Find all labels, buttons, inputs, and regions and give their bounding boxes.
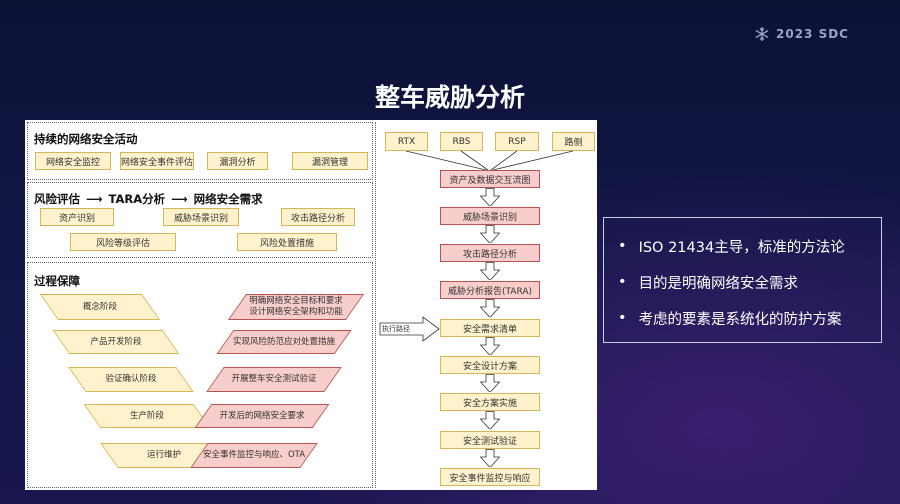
flow-step: 威胁分析报告(TARA) (440, 281, 540, 299)
risk-box: 攻击路径分析 (281, 208, 355, 226)
source-box: RBS (440, 132, 483, 151)
brand-logo: 2023 SDC (754, 26, 849, 42)
risk-assessment-section: 风险评估 ⟶ TARA分析 ⟶ 网络安全需求 (27, 182, 373, 258)
flow-step: 安全设计方案 (440, 356, 540, 374)
flow-down-arrow (480, 374, 500, 392)
summary-panel: ISO 21434主导，标准的方法论 目的是明确网络安全需求 考虑的要素是系统化… (603, 217, 882, 343)
source-box: RTX (385, 132, 428, 151)
phase-shape: 运行维护 (100, 443, 228, 468)
action-shape: 明确网络安全目标和要求 设计网络安全架构和功能 (227, 294, 365, 320)
source-box: RSP (495, 132, 539, 151)
flow-step: 安全需求清单 (440, 319, 540, 337)
bullet-item: 目的是明确网络安全需求 (618, 264, 867, 300)
action-shape: 安全事件监控与响应、OTA (190, 443, 318, 468)
flow-step: 威胁场景识别 (440, 207, 540, 225)
phase-shape: 生产阶段 (83, 404, 211, 428)
heading-part: 风险评估 (34, 192, 80, 206)
section-heading: 风险评估 ⟶ TARA分析 ⟶ 网络安全需求 (34, 191, 263, 207)
flow-down-arrow (480, 262, 500, 280)
snowflake-icon (755, 27, 769, 41)
flow-down-arrow (480, 411, 500, 429)
flow-down-arrow (480, 188, 500, 206)
activity-box: 网络安全事件评估 (120, 152, 194, 170)
heading-part: TARA分析 (108, 192, 166, 206)
exec-path-label: 执行路径 (382, 325, 410, 333)
flow-down-arrow (480, 337, 500, 355)
risk-box: 风险等级评估 (70, 233, 176, 251)
phase-shape: 产品开发阶段 (52, 330, 180, 354)
exec-path-arrow (379, 316, 440, 342)
section-heading: 过程保障 (34, 274, 80, 288)
bullet-item: ISO 21434主导，标准的方法论 (618, 228, 867, 264)
heading-part: 网络安全需求 (193, 192, 263, 206)
activity-box: 漏洞管理 (292, 152, 368, 170)
source-connectors (405, 150, 574, 171)
flow-down-arrow (480, 449, 500, 467)
risk-box: 威胁场景识别 (163, 208, 239, 226)
arrow-icon: ⟶ (86, 192, 103, 206)
diagram-board: 持续的网络安全活动 网络安全监控 网络安全事件评估 漏洞分析 漏洞管理 风险评估… (25, 120, 597, 490)
phase-shape: 验证确认阶段 (68, 367, 194, 392)
activity-box: 漏洞分析 (207, 152, 268, 170)
flow-step: 资产及数据交互流图 (440, 170, 540, 188)
process-assurance-section: 过程保障 (27, 262, 373, 488)
section-heading: 持续的网络安全活动 (34, 132, 138, 146)
risk-box: 资产识别 (40, 208, 114, 226)
logo-text: 2023 SDC (776, 27, 849, 41)
flow-step: 安全事件监控与响应 (440, 468, 540, 486)
risk-box: 风险处置措施 (237, 233, 337, 251)
phase-shape: 概念阶段 (39, 294, 161, 320)
source-box: 路侧 (552, 132, 595, 151)
flow-down-arrow (480, 225, 500, 243)
flow-down-arrow (480, 299, 500, 317)
action-shape: 开发后的网络安全要求 (194, 404, 330, 428)
activity-box: 网络安全监控 (35, 152, 111, 170)
bullet-item: 考虑的要素是系统化的防护方案 (618, 300, 867, 336)
action-shape: 实现风险防范应对处置措施 (216, 330, 352, 354)
arrow-icon: ⟶ (171, 192, 188, 206)
flow-step: 攻击路径分析 (440, 244, 540, 262)
flow-step: 安全测试验证 (440, 431, 540, 449)
slide-title: 整车威胁分析 (374, 83, 525, 112)
continuous-activities-section: 持续的网络安全活动 (27, 122, 373, 180)
divider (375, 122, 376, 488)
action-shape: 开展整车安全测试验证 (206, 367, 342, 392)
flow-step: 安全方案实施 (440, 393, 540, 411)
